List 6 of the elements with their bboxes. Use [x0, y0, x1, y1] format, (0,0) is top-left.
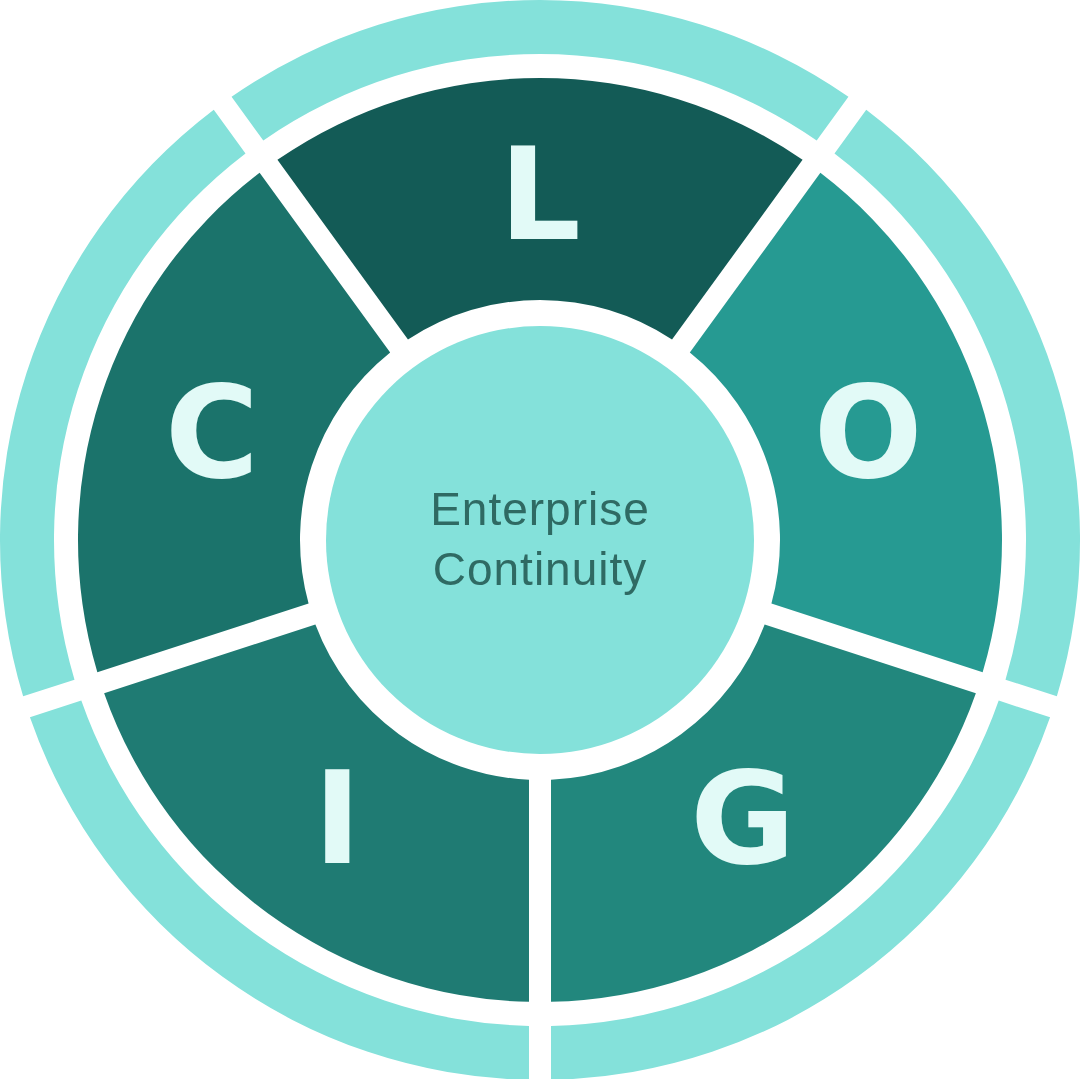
segment-letter: L — [499, 131, 581, 259]
segment-letter: O — [813, 369, 923, 498]
segment-letter: I — [313, 755, 361, 884]
center-label: Enterprise Continuity — [429, 482, 651, 597]
segment-letter: C — [164, 369, 259, 498]
segment-letter: G — [690, 755, 796, 884]
